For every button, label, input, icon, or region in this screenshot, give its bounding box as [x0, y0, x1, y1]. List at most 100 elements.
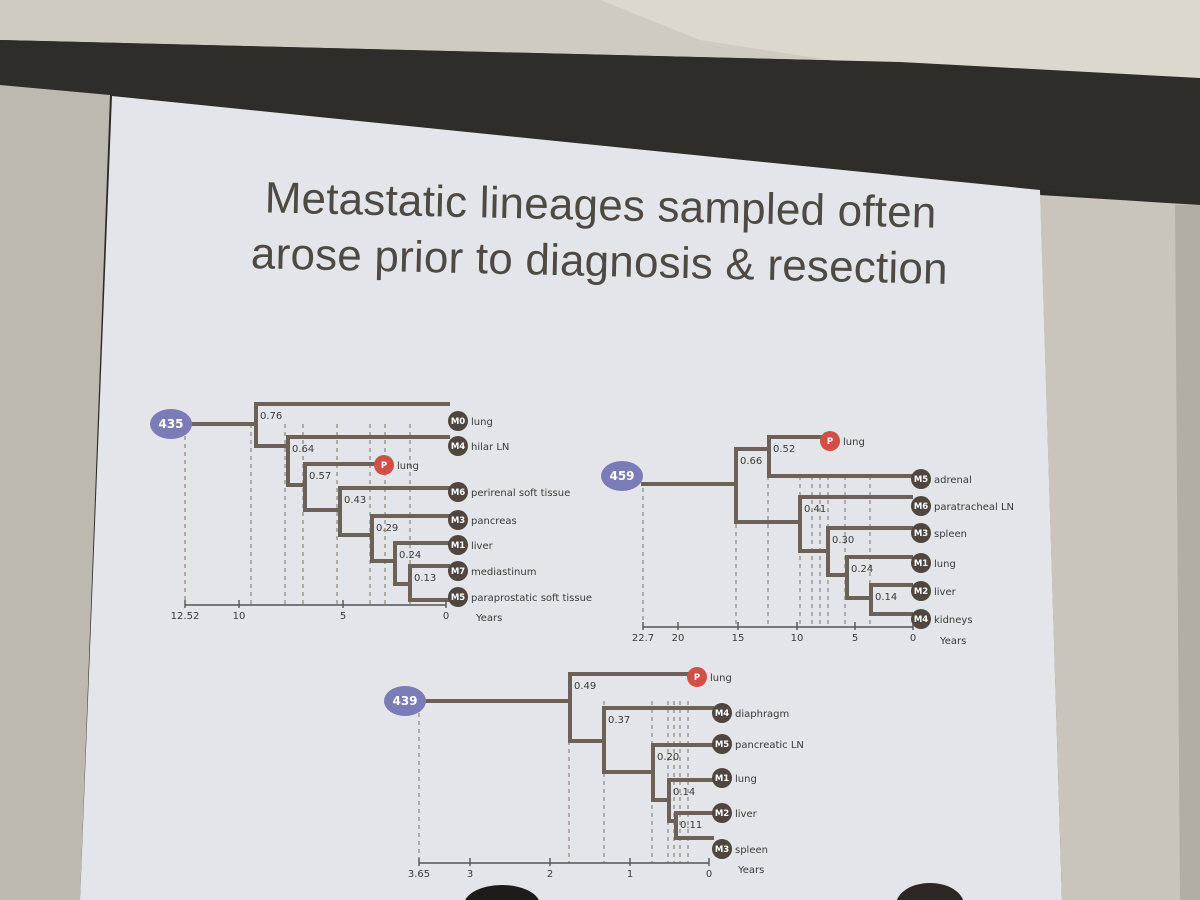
leaf-tissue-label: mediastinum	[471, 567, 536, 578]
node-value: 0.14	[673, 787, 695, 798]
metastasis-badge	[448, 510, 468, 530]
root-badge	[384, 686, 426, 716]
leaf-m2-liver: M2 liver	[712, 803, 758, 823]
axis-title: Years	[737, 865, 764, 876]
leaf-tissue-label: paratracheal LN	[934, 502, 1014, 513]
metastasis-badge	[448, 482, 468, 502]
leaf-code: M1	[451, 541, 465, 551]
leaf-m1-lung: M1 lung	[911, 553, 956, 573]
node-value: 0.52	[773, 444, 795, 455]
metastasis-badge	[448, 587, 468, 607]
axis-tick-label: 5	[340, 611, 346, 622]
axis-tick-label: 22.7	[632, 633, 654, 644]
metastasis-badge	[911, 553, 931, 573]
axis-tick-label: 10	[791, 633, 804, 644]
node-value: 0.24	[851, 564, 873, 575]
metastasis-badge	[712, 768, 732, 788]
leaf-m3-spleen: M3 spleen	[712, 839, 768, 859]
audience-head-right	[896, 883, 964, 900]
leaf-code: M5	[914, 475, 928, 485]
leaf-code: M4	[914, 615, 928, 625]
leaf-code: M6	[914, 502, 928, 512]
leaf-code: M3	[715, 845, 729, 855]
leaf-code: P	[381, 461, 387, 471]
metastasis-badge	[712, 703, 732, 723]
leaf-code: M5	[451, 593, 465, 603]
leaf-tissue-label: perirenal soft tissue	[471, 488, 570, 499]
leaf-m7-mediastinum: M7 mediastinum	[448, 561, 536, 581]
node-value: 0.30	[832, 535, 854, 546]
axis-tick-label: 0	[706, 869, 712, 880]
metastasis-badge	[712, 734, 732, 754]
leaf-tissue-label: hilar LN	[471, 442, 509, 453]
node-value: 0.37	[608, 715, 630, 726]
leaf-m5-adrenal: M5 adrenal	[911, 469, 972, 489]
leaf-tissue-label: pancreatic LN	[735, 740, 804, 751]
leaf-code: M4	[451, 442, 465, 452]
metastasis-badge	[448, 561, 468, 581]
node-value: 0.29	[376, 523, 398, 534]
leaf-tissue-label: spleen	[735, 845, 768, 856]
leaf-tissue-label: adrenal	[934, 475, 972, 486]
metastasis-badge	[911, 581, 931, 601]
node-value: 0.76	[260, 411, 282, 422]
leaf-tissue-label: lung	[471, 417, 493, 428]
metastasis-badge	[448, 535, 468, 555]
node-value: 0.14	[875, 592, 897, 603]
leaf-code: M2	[715, 809, 729, 819]
node-value: 0.11	[680, 820, 702, 831]
axis-title: Years	[475, 613, 502, 624]
leaf-tissue-label: liver	[735, 809, 758, 820]
ceiling-bulkhead	[600, 0, 1200, 150]
metastasis-badge	[911, 609, 931, 629]
left-wall	[0, 85, 110, 900]
leaf-tissue-label: paraprostatic soft tissue	[471, 593, 592, 604]
leaf-tissue-label: lung	[397, 461, 419, 472]
leaf-m5-paraprostatic-soft-tissue: M5 paraprostatic soft tissue	[448, 587, 592, 607]
leaf-code: P	[827, 437, 833, 447]
axis-tick-label: 0	[910, 633, 916, 644]
root-badge	[601, 461, 643, 491]
leaf-code: M6	[451, 488, 465, 498]
node-value: 0.13	[414, 573, 436, 584]
node-value: 0.43	[344, 495, 366, 506]
leaf-code: M4	[715, 709, 729, 719]
metastasis-badge	[448, 411, 468, 431]
root-id: 459	[609, 469, 634, 483]
root-id: 439	[392, 694, 417, 708]
leaf-code: M7	[451, 567, 465, 577]
axis-tick-label: 5	[852, 633, 858, 644]
leaf-tissue-label: lung	[934, 559, 956, 570]
node-value: 0.57	[309, 471, 331, 482]
metastasis-badge	[712, 839, 732, 859]
metastasis-badge	[712, 803, 732, 823]
metastasis-badge	[448, 436, 468, 456]
axis-tick-label: 12.52	[171, 611, 200, 622]
primary-tumor-badge	[820, 431, 840, 451]
axis-tick-label: 3	[467, 869, 473, 880]
node-value: 0.24	[399, 550, 421, 561]
axis-tick-label: 15	[732, 633, 745, 644]
metastasis-badge	[911, 523, 931, 543]
leaf-tissue-label: lung	[735, 774, 757, 785]
leaf-tissue-label: lung	[843, 437, 865, 448]
leaf-tissue-label: spleen	[934, 529, 967, 540]
leaf-code: M3	[914, 529, 928, 539]
leaf-tissue-label: pancreas	[471, 516, 517, 527]
leaf-code: M1	[914, 559, 928, 569]
axis-tick-label: 2	[547, 869, 553, 880]
leaf-code: P	[694, 673, 700, 683]
axis-tick-label: 0	[443, 611, 449, 622]
metastasis-badge	[911, 469, 931, 489]
root-badge	[150, 409, 192, 439]
axis-tick-label: 1	[627, 869, 633, 880]
